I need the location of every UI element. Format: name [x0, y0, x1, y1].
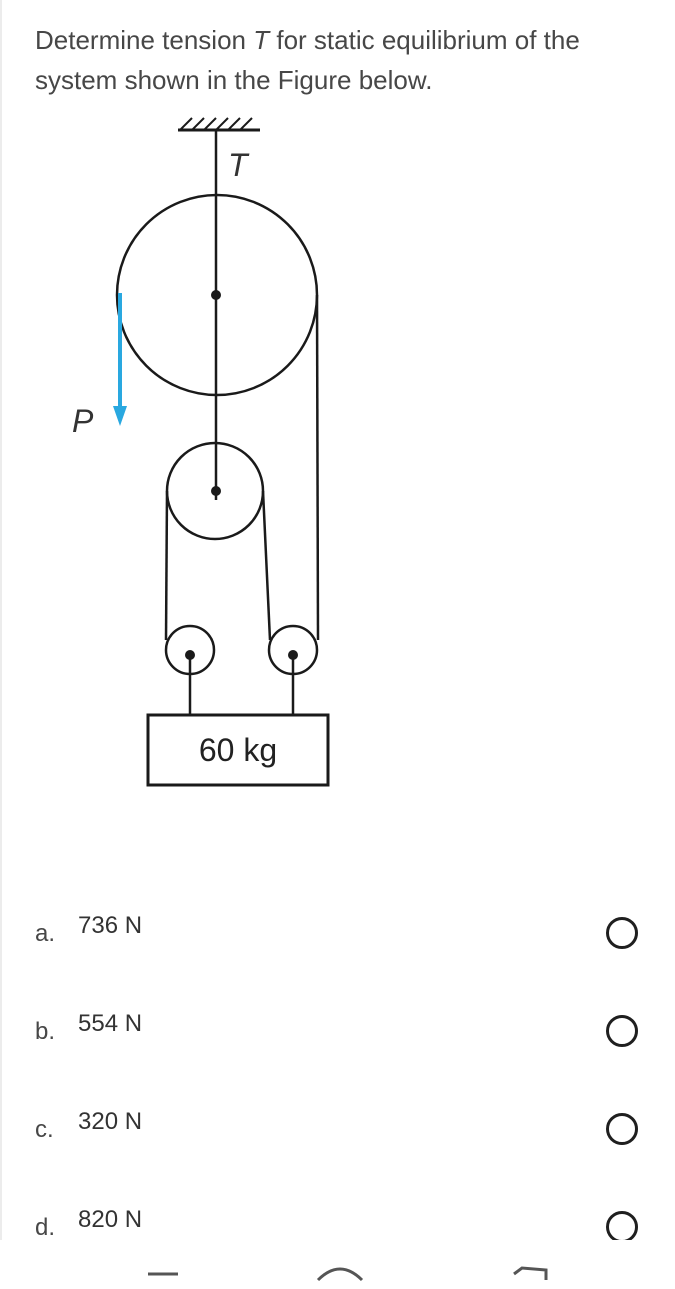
tension-label: T	[228, 147, 250, 183]
home-icon	[316, 1267, 364, 1282]
pulley-system-figure: T 60 kg P	[60, 110, 350, 800]
option-letter: d.	[35, 1214, 56, 1241]
option-text: 554 N	[78, 1010, 143, 1037]
option-text: 736 N	[78, 912, 143, 939]
small-pulley-axle	[211, 486, 221, 496]
radio-button-a[interactable]	[606, 917, 638, 949]
question-text-end: for static equilibrium of the system sho…	[35, 25, 580, 95]
back-button[interactable]	[506, 1240, 554, 1284]
back-icon	[513, 1266, 548, 1280]
option-text: 320 N	[78, 1108, 143, 1135]
navigation-bar-background	[0, 1240, 675, 1284]
radio-button-d[interactable]	[606, 1211, 638, 1243]
option-letter: b.	[35, 1018, 56, 1045]
home-button[interactable]	[312, 1240, 368, 1284]
answer-option-a[interactable]: a. 736 N	[0, 905, 675, 965]
mass-block	[146, 713, 330, 787]
option-letter: a.	[35, 920, 56, 947]
answer-option-b[interactable]: b. 554 N	[0, 1003, 675, 1063]
question-variable: T	[253, 25, 270, 55]
option-letter: c.	[35, 1116, 54, 1143]
ropes	[164, 294, 320, 641]
force-arrow-head	[113, 406, 127, 426]
mass-label: 60 kg	[199, 732, 277, 768]
large-pulley-axle	[211, 290, 221, 300]
question-text-start: Determine tension	[35, 25, 254, 55]
radio-button-c[interactable]	[606, 1113, 638, 1145]
force-label: P	[72, 403, 94, 439]
recent-apps-button[interactable]	[140, 1240, 184, 1284]
pulley-diagram: T 60 kg P	[72, 117, 330, 787]
answer-option-c[interactable]: c. 320 N	[0, 1101, 675, 1161]
option-text: 820 N	[78, 1206, 143, 1233]
page-left-border	[0, 0, 2, 1240]
system-navigation-bar	[0, 1240, 675, 1284]
ceiling-support	[178, 117, 260, 132]
answer-option-d[interactable]: d. 820 N	[0, 1199, 675, 1259]
radio-button-b[interactable]	[606, 1015, 638, 1047]
recent-apps-icon	[148, 1272, 178, 1276]
question-text: Determine tension T for static equilibri…	[35, 20, 655, 100]
